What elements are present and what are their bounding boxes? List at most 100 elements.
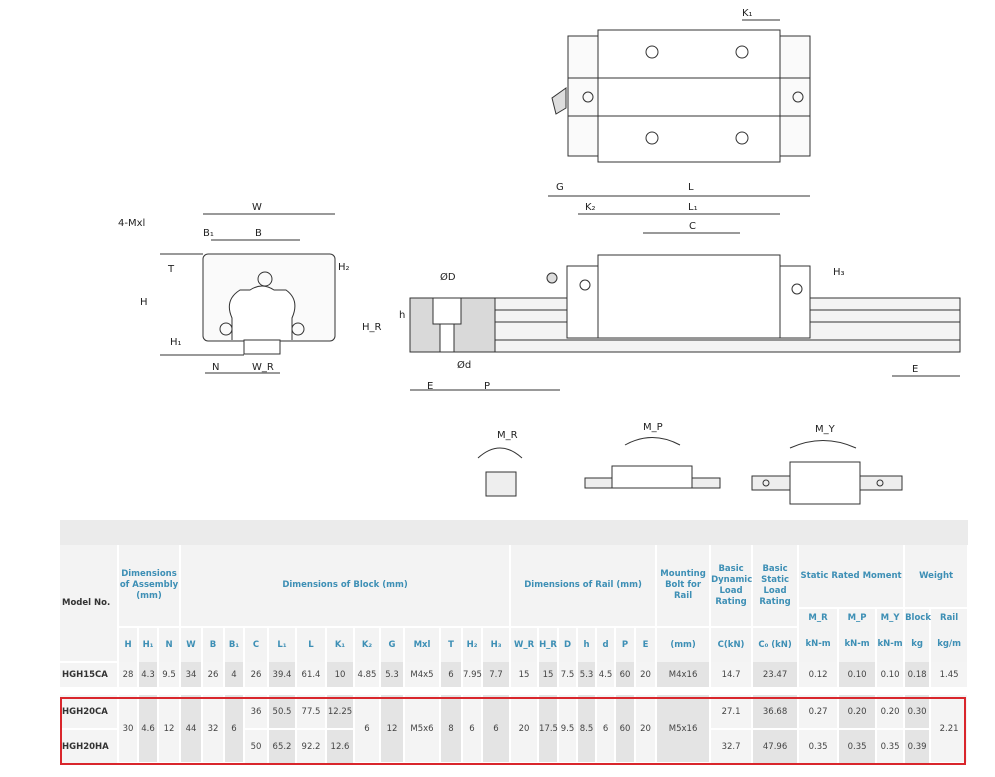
label-l1: L₁ [688, 202, 698, 213]
label-e: E [427, 381, 433, 392]
value-cell: 0.10 [838, 662, 878, 695]
value-cell: 23.47 [752, 662, 800, 695]
table-top-band [60, 520, 968, 545]
label-h: h [399, 310, 405, 321]
cell-g: 12 [380, 691, 405, 764]
value-cell: 61.4 [296, 662, 327, 695]
cell-mxl: M5x6 [404, 691, 441, 764]
moment-my-icon [751, 440, 903, 505]
table-row-hgh20ha: HGH20HA 50 65.2 92.2 12.6 32.7 47.96 0.3… [60, 729, 968, 763]
unit-header: D [558, 627, 579, 662]
cell-h3: 6 [482, 691, 512, 764]
unit-header: h [577, 627, 598, 662]
value-cell: 28 [118, 662, 139, 695]
value-cell: 7.5 [558, 662, 579, 695]
cell-l: 77.5 [296, 691, 327, 730]
value-cell: 39.4 [268, 662, 297, 695]
unit-header: T [440, 627, 463, 662]
moment-mr-icon [477, 447, 523, 497]
label-mr: M_R [497, 430, 518, 441]
label-w: W [252, 202, 262, 213]
value-cell: 34 [180, 662, 203, 695]
cell-static: 36.68 [752, 691, 800, 730]
value-cell: 0.10 [876, 662, 906, 695]
value-cell: 7.7 [482, 662, 512, 695]
unit-header: kN-m [798, 627, 840, 662]
cell-mr: 0.27 [798, 691, 840, 730]
header-dynamic-load: Basic Dynamic Load Rating [710, 545, 754, 628]
specification-table: Model No. Dimensions of Assembly (mm) Di… [60, 545, 970, 764]
label-g: G [556, 182, 564, 193]
cell-my: 0.20 [876, 691, 906, 730]
value-cell: 0.18 [904, 662, 932, 695]
value-cell: 26 [202, 662, 225, 695]
unit-header: K₂ [354, 627, 381, 662]
header-weight: Weight [904, 545, 970, 609]
header-model-no: Model No. [60, 545, 119, 663]
cell-h: 30 [118, 691, 139, 764]
cell-k1: 12.6 [326, 729, 355, 763]
cell-w: 44 [180, 691, 203, 764]
cell-k2: 6 [354, 691, 381, 764]
top-view-block [551, 19, 811, 163]
cell-t: 8 [440, 691, 463, 764]
cell-d-small: 6 [596, 691, 617, 764]
value-cell: 15 [538, 662, 560, 695]
value-cell: 0.12 [798, 662, 840, 695]
value-cell: M4x16 [656, 662, 712, 695]
value-cell: 60 [615, 662, 637, 695]
unit-header: Mxl [404, 627, 441, 662]
label-wr: W_R [252, 362, 274, 373]
unit-header: kg/m [930, 627, 970, 662]
side-view-rail [409, 195, 961, 391]
cell-hr: 17.5 [538, 691, 560, 764]
table-row-hgh20ca: HGH20CA 30 4.6 12 44 32 6 36 50.5 77.5 1… [60, 691, 970, 764]
value-cell: 10 [326, 662, 355, 695]
value-cell: 6 [440, 662, 463, 695]
label-b: B [255, 228, 262, 239]
header-mounting-bolt: Mounting Bolt for Rail [656, 545, 712, 628]
label-k1: K₁ [742, 8, 753, 19]
cell-dynamic: 27.1 [710, 691, 754, 730]
value-cell: 4 [224, 662, 245, 695]
unit-header: B [202, 627, 225, 662]
header-static-load: Basic Static Load Rating [752, 545, 800, 628]
label-hr: H_R [362, 322, 382, 333]
unit-header: C₀ (kN) [752, 627, 800, 662]
unit-header: kN-m [876, 627, 906, 662]
header-mr: M_R [798, 608, 840, 627]
cell-l: 92.2 [296, 729, 327, 763]
value-cell: 5.3 [380, 662, 405, 695]
label-h-assembly: H [140, 297, 148, 308]
header-rail-weight: Rail [930, 608, 970, 627]
header-static-moment: Static Rated Moment [798, 545, 906, 609]
cell-block-kg: 0.30 [904, 691, 932, 730]
cell-k1: 12.25 [326, 691, 355, 730]
label-mp: M_P [643, 422, 663, 433]
label-l: L [688, 182, 694, 193]
cell-p: 60 [615, 691, 637, 764]
cell-d-large: 9.5 [558, 691, 579, 764]
unit-header: H_R [538, 627, 560, 662]
cell-block-kg: 0.39 [904, 729, 932, 763]
label-k2: K₂ [585, 202, 596, 213]
header-assembly: Dimensions of Assembly (mm) [118, 545, 181, 628]
header-block-weight: Block [904, 608, 932, 627]
value-cell: 4.5 [596, 662, 617, 695]
label-h1: H₁ [170, 337, 182, 348]
header-my: M_Y [876, 608, 906, 627]
value-cell: 9.5 [158, 662, 181, 695]
header-rail: Dimensions of Rail (mm) [510, 545, 658, 628]
cell-e: 20 [635, 691, 658, 764]
cell-mp: 0.20 [838, 691, 878, 730]
unit-header: C(kN) [710, 627, 754, 662]
cell-l1: 65.2 [268, 729, 297, 763]
unit-header: H₂ [462, 627, 483, 662]
cell-rail-kgm: 2.21 [930, 691, 970, 764]
header-block: Dimensions of Block (mm) [180, 545, 512, 628]
unit-header: G [380, 627, 405, 662]
cell-h-rail: 8.5 [577, 691, 598, 764]
label-phi-d-small: Ød [457, 359, 471, 371]
value-cell: 14.7 [710, 662, 754, 695]
